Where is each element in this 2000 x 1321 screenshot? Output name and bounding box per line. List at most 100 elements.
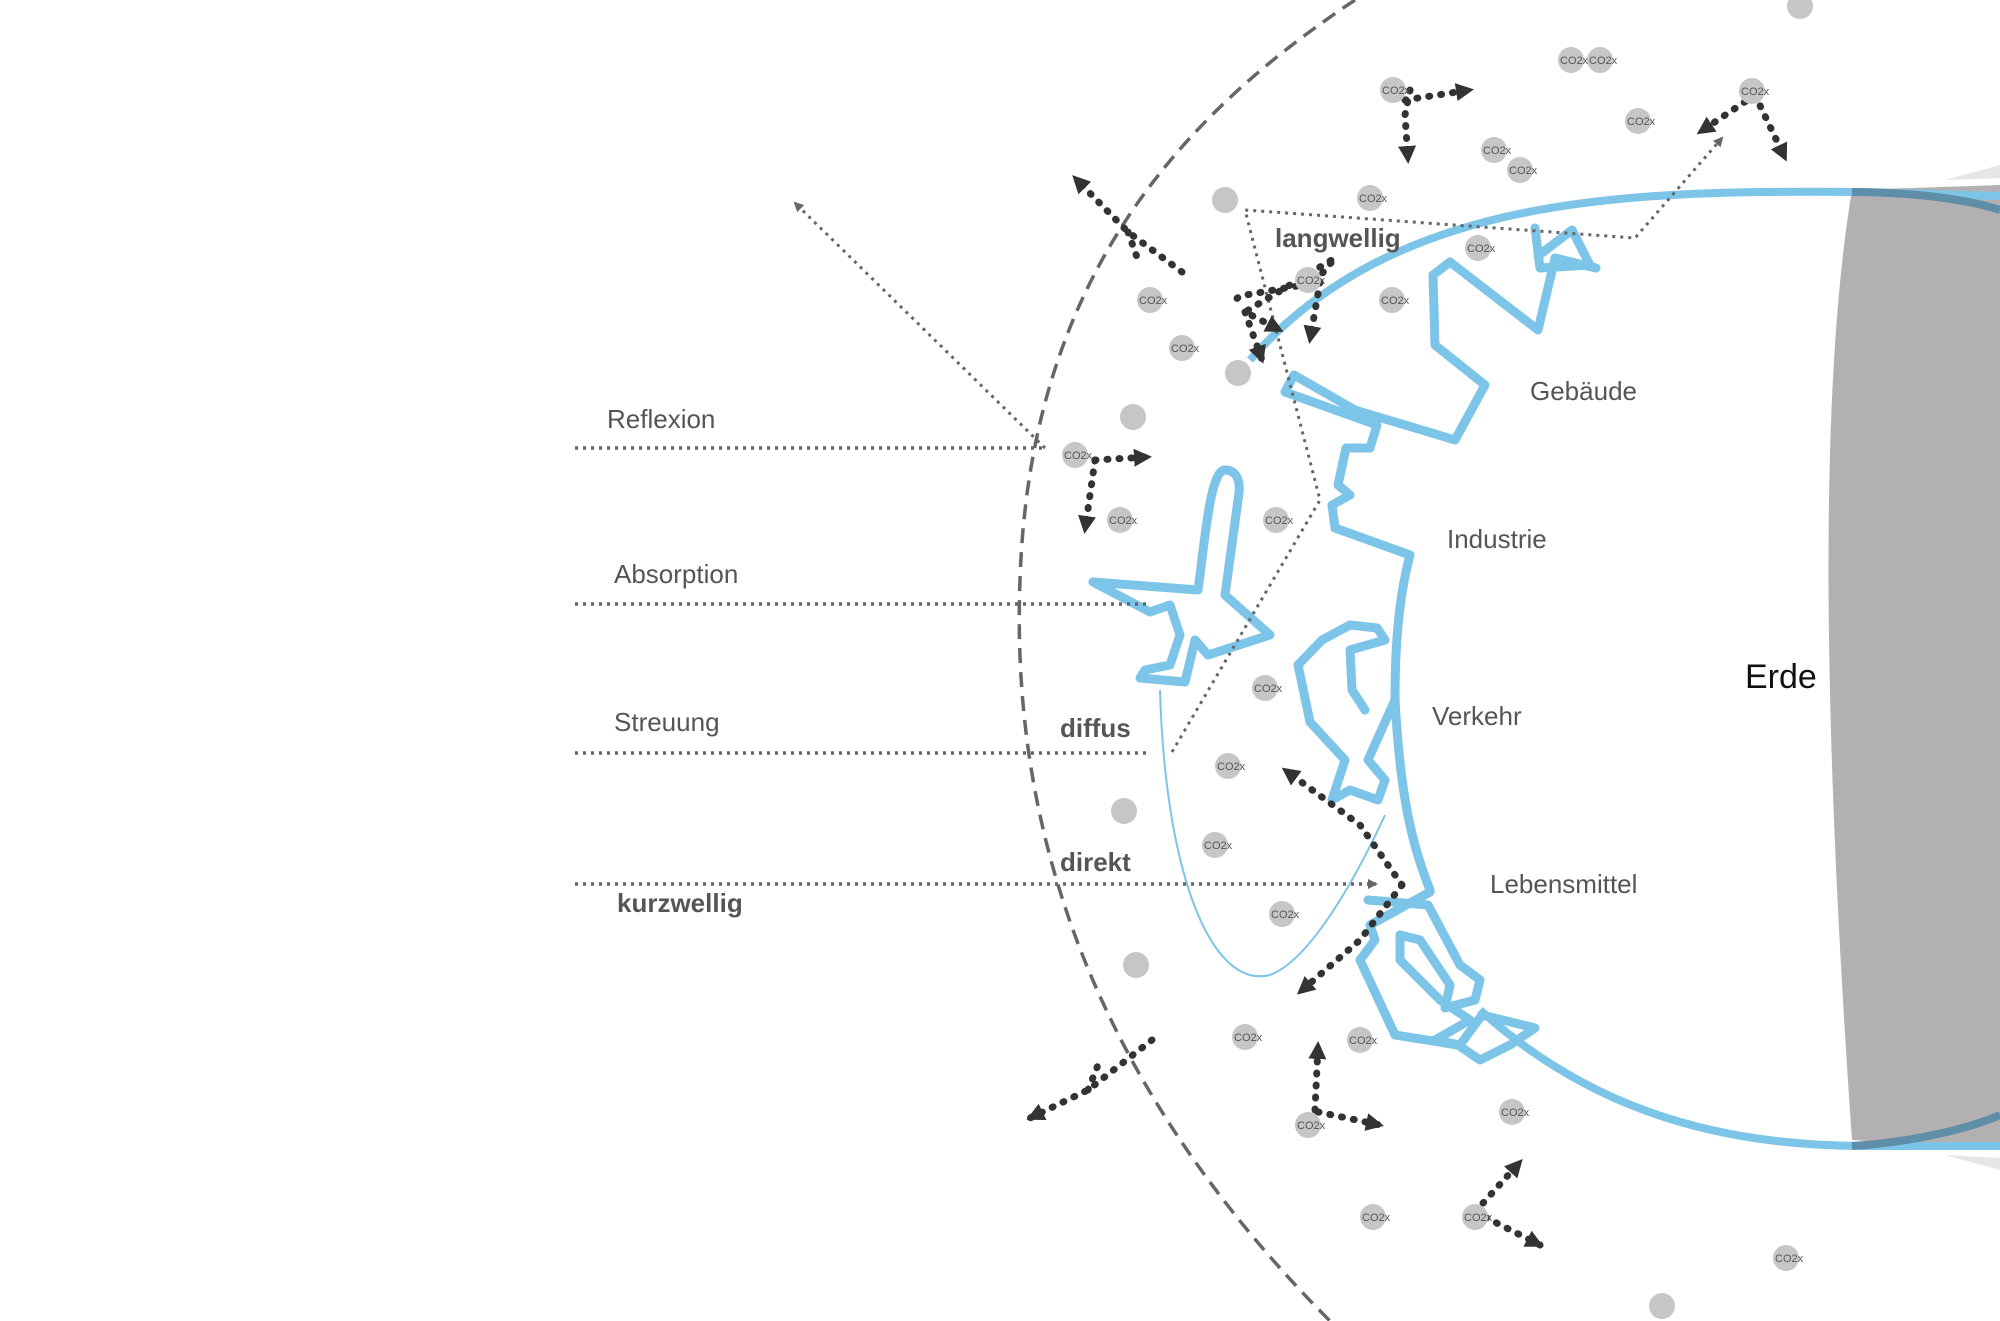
arrow-v2-b (1751, 91, 1789, 162)
particle-icon (1649, 1293, 1675, 1319)
arrow-v6-b (1314, 1108, 1384, 1131)
co2-molecule-icon: CO2x (1499, 1099, 1530, 1125)
svg-text:CO2x: CO2x (1297, 1120, 1326, 1132)
shortwave-label: kurzwellig (617, 888, 743, 918)
earth-outline-right-overlay (1851, 188, 2000, 214)
co2-molecule-icon: CO2x (1357, 185, 1388, 211)
svg-text:CO2x: CO2x (1064, 450, 1093, 462)
buildings-label: Gebäude (1530, 376, 1637, 406)
reflection-out-arrow (793, 201, 1047, 450)
absorption-label: Absorption (614, 559, 738, 589)
svg-text:CO2x: CO2x (1359, 193, 1388, 205)
co2-molecule-icon: CO2x (1263, 507, 1294, 533)
co2-molecule-icon: CO2x (1380, 77, 1411, 103)
food-label: Lebensmittel (1490, 869, 1637, 899)
svg-text:CO2x: CO2x (1382, 85, 1411, 97)
co2-molecule-icon: CO2x (1481, 137, 1512, 163)
svg-text:CO2x: CO2x (1109, 515, 1138, 527)
co2-molecule-icon: CO2x (1462, 1204, 1493, 1230)
svg-text:CO2x: CO2x (1627, 116, 1656, 128)
arrow-out-bottom-b (1084, 1056, 1104, 1094)
earth-outline-right-overlay-2 (1851, 1111, 2000, 1150)
particle-icon (1111, 798, 1137, 824)
svg-text:CO2x: CO2x (1501, 1107, 1530, 1119)
co2-molecule-icon: CO2x (1295, 1112, 1326, 1138)
arrow-v7-a (1471, 1158, 1524, 1216)
direct-label: direkt (1060, 847, 1131, 877)
svg-text:CO2x: CO2x (1467, 243, 1496, 255)
svg-text:CO2x: CO2x (1171, 343, 1200, 355)
arrow-down-food (1296, 881, 1406, 996)
reflection-label: Reflexion (607, 404, 715, 434)
svg-text:CO2x: CO2x (1349, 1035, 1378, 1047)
svg-text:CO2x: CO2x (1139, 295, 1168, 307)
earth-label: Erde (1745, 658, 1817, 696)
traffic-label: Verkehr (1432, 701, 1522, 731)
svg-text:CO2x: CO2x (1234, 1032, 1263, 1044)
co2-molecule-icon: CO2x (1232, 1024, 1263, 1050)
co2-molecule-icon: CO2x (1169, 335, 1200, 361)
arrow-v5-b (1241, 308, 1266, 364)
arrow-v3-a (1237, 254, 1338, 334)
co2-molecule-icon: CO2x (1347, 1027, 1378, 1053)
arrow-v6-a (1308, 1041, 1327, 1114)
source-labels: Gebäude Industrie Verkehr Lebensmittel (1432, 376, 1637, 899)
co2-molecule-icon: CO2x (1062, 442, 1093, 468)
co2-molecule-icon: CO2x (1507, 157, 1538, 183)
co2-molecule-icon: CO2x (1558, 47, 1589, 73)
svg-text:CO2x: CO2x (1483, 145, 1512, 157)
flight-path-curve (1159, 689, 1386, 978)
arrow-out-top-b (1124, 228, 1142, 264)
industry-label: Industrie (1447, 524, 1547, 554)
co2-molecule-icon: CO2x (1739, 78, 1770, 104)
svg-text:CO2x: CO2x (1560, 55, 1589, 67)
svg-text:CO2x: CO2x (1775, 1253, 1804, 1265)
co2-molecule-icon: CO2x (1107, 507, 1138, 533)
svg-text:CO2x: CO2x (1741, 86, 1770, 98)
longwave-label: langwellig (1275, 223, 1401, 253)
svg-text:CO2x: CO2x (1254, 683, 1283, 695)
co2-molecule-icon: CO2x (1773, 1245, 1804, 1271)
arrow-out-top (1071, 174, 1186, 276)
arrow-v5-a (1231, 278, 1324, 304)
co2-molecule-icon: CO2x (1215, 753, 1246, 779)
co2-molecule-icon: CO2x (1269, 901, 1300, 927)
airplane-icon (1088, 465, 1275, 687)
arrow-v4-a (1091, 448, 1152, 467)
co2-molecule-icon: CO2x (1625, 108, 1656, 134)
particle-icon (1120, 404, 1146, 430)
svg-text:CO2x: CO2x (1464, 1212, 1493, 1224)
arrow-v1-b (1401, 83, 1474, 104)
arrow-v3-b (1303, 278, 1324, 344)
co2-molecules: CO2x CO2x CO2x CO2x CO2x CO2x CO2x CO2x … (1062, 47, 1804, 1271)
svg-text:CO2x: CO2x (1271, 909, 1300, 921)
co2-molecule-icon: CO2x (1202, 832, 1233, 858)
earth-shadow (1828, 185, 2000, 1150)
svg-text:CO2x: CO2x (1217, 761, 1246, 773)
co2-molecule-icon: CO2x (1137, 287, 1168, 313)
svg-text:CO2x: CO2x (1589, 55, 1618, 67)
svg-text:CO2x: CO2x (1204, 840, 1233, 852)
arrow-v4-b (1078, 456, 1099, 534)
earth-edge-highlight-lower (1945, 1155, 2000, 1170)
earth-edge-highlight (1945, 165, 2000, 180)
particle-icon (1787, 0, 1813, 19)
particle-icon (1212, 187, 1238, 213)
longwave-path (1170, 136, 1724, 753)
co2-molecule-icon: CO2x (1360, 1204, 1391, 1230)
earth-outline-lower (1477, 1007, 2000, 1150)
co2-molecule-icon: CO2x (1379, 287, 1410, 313)
co2-molecule-icon: CO2x (1295, 267, 1326, 293)
scattering-label: Streuung (614, 707, 720, 737)
earth: Erde (1246, 185, 2000, 1150)
svg-text:CO2x: CO2x (1509, 165, 1538, 177)
radiation-labels: Reflexion Absorption Streuung kurzwellig… (607, 223, 1401, 918)
particle-icon (1225, 360, 1251, 386)
particle-icon (1123, 952, 1149, 978)
arrow-up-traffic (1281, 766, 1406, 889)
human-activity-outline (1280, 223, 1601, 1065)
incoming-radiation (575, 201, 1378, 889)
particles (1111, 0, 1813, 1319)
svg-text:CO2x: CO2x (1381, 295, 1410, 307)
